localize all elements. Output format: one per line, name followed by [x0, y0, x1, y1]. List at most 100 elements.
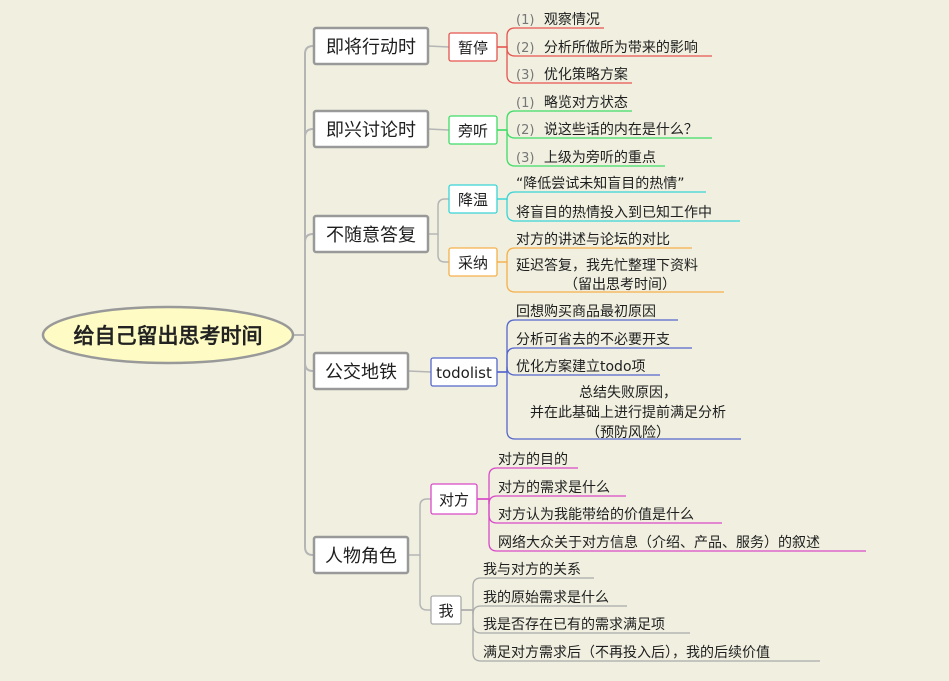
svg-text:(3) 上级为旁听的重点: (3) 上级为旁听的重点 [516, 149, 656, 166]
connector-line [477, 495, 626, 505]
root-node[interactable]: 给自己留出思考时间 [41, 305, 295, 365]
leaf-text: 优化策略方案 [544, 66, 628, 83]
leaf-item[interactable]: (1) 略览对方状态 [516, 95, 628, 111]
leaf-number: (3) [516, 68, 534, 83]
topic-label: 不随意答复 [326, 225, 416, 246]
sub-node-zanting[interactable]: 暂停 [448, 32, 498, 62]
leaf-number: (2) [516, 123, 534, 138]
leaf-item[interactable]: 回想购买商品最初原因 [516, 303, 656, 320]
sub-node-todolist[interactable]: todolist [430, 357, 498, 387]
leaf-text: 对方的需求是什么 [498, 480, 610, 496]
leaf-item[interactable]: 对方的目的 [498, 452, 568, 468]
connector-line [497, 191, 706, 201]
leaf-number: (2) [516, 41, 534, 56]
leaf-text-line3: （预防风险） [586, 425, 670, 441]
sub-label: todolist [436, 364, 492, 382]
connector-line [497, 371, 741, 440]
leaf-item[interactable]: (2) 分析所做所为带来的影响 [516, 40, 698, 56]
leaf-item[interactable]: 对方的需求是什么 [498, 480, 610, 496]
connector-line [461, 609, 820, 662]
connector-line [497, 198, 740, 222]
connector-line [497, 110, 632, 131]
connector-line [497, 366, 660, 376]
topic-node-gongjiao[interactable]: 公交地铁 [312, 351, 410, 391]
topic-node-busuiyi[interactable]: 不随意答复 [312, 214, 430, 254]
leaf-number: (3) [516, 151, 534, 166]
leaf-number: (1) [516, 13, 534, 28]
leaf-item[interactable]: 我的原始需求是什么 [483, 590, 609, 606]
topic-label: 即将行动时 [326, 37, 416, 58]
leaf-text: 说这些话的内在是什么？ [544, 121, 698, 138]
leaf-item[interactable]: “降低尝试未知盲目的热情” [516, 175, 685, 192]
sub-label: 我 [438, 602, 453, 620]
leaf-item[interactable]: 我是否存在已有的需求满足项 [483, 617, 665, 633]
leaf-text: 延迟答复，我先忙整理下资料 [516, 257, 698, 274]
connector-line [407, 370, 432, 373]
sub-node-jiangwen[interactable]: 降温 [448, 184, 498, 214]
connector-line [428, 198, 449, 235]
connector-line [497, 129, 665, 167]
sub-label: 对方 [439, 491, 469, 509]
connector-line [461, 577, 594, 611]
connector-line [304, 335, 314, 372]
leaf-text: 我与对方的关系 [483, 562, 581, 578]
svg-text:(1) 略览对方状态: (1) 略览对方状态 [516, 95, 628, 111]
leaf-text: 上级为旁听的重点 [544, 149, 656, 166]
topic-node-jijiang[interactable]: 即将行动时 [312, 26, 430, 66]
leaf-text: 满足对方需求后（不再投入后），我的后续价值 [483, 644, 770, 661]
leaf-item[interactable]: 延迟答复，我先忙整理下资料 （留出思考时间） [516, 257, 698, 293]
leaf-item[interactable]: (3) 上级为旁听的重点 [516, 149, 656, 166]
leaf-item[interactable]: 满足对方需求后（不再投入后），我的后续价值 [483, 644, 770, 661]
leaf-text: 我是否存在已有的需求满足项 [483, 617, 665, 633]
leaf-number: (1) [516, 96, 534, 111]
leaf-item[interactable]: (1) 观察情况 [516, 11, 600, 28]
leaf-text: 分析可省去的不必要开支 [516, 332, 670, 348]
sub-label: 暂停 [458, 39, 488, 57]
topic-node-renwu[interactable]: 人物角色 [312, 535, 410, 575]
leaf-text: 回想购买商品最初原因 [516, 303, 656, 320]
connector-line [497, 347, 692, 373]
leaf-text: 总结失败原因， [579, 385, 677, 401]
leaf-text: 观察情况 [544, 11, 600, 28]
leaf-item[interactable]: 将盲目的热情投入到已知工作中 [516, 204, 712, 221]
connector-line [497, 319, 678, 373]
leaf-item[interactable]: 网络大众关于对方信息（介绍、产品、服务）的叙述 [498, 534, 820, 551]
root-title: 给自己留出思考时间 [74, 324, 263, 348]
leaf-text: 我的原始需求是什么 [483, 590, 609, 606]
sub-label: 旁听 [458, 122, 488, 140]
leaf-item[interactable]: (2) 说这些话的内在是什么？ [516, 121, 698, 138]
sub-label: 采纳 [458, 254, 488, 272]
connector-layer [293, 27, 866, 662]
leaf-item[interactable]: 总结失败原因， 并在此基础上进行提前满足分析 （预防风险） [530, 385, 726, 441]
connector-line [477, 467, 578, 500]
connector-line [427, 45, 450, 48]
topic-node-jixing[interactable]: 即兴讨论时 [312, 109, 430, 149]
leaf-item[interactable]: 优化方案建立todo项 [516, 358, 646, 375]
leaf-text: 略览对方状态 [544, 95, 628, 111]
leaf-item[interactable]: 分析可省去的不必要开支 [516, 332, 670, 348]
connector-line [304, 45, 314, 335]
sub-label: 降温 [458, 191, 488, 209]
leaf-text: 将盲目的热情投入到已知工作中 [516, 204, 712, 221]
leaf-item[interactable]: 对方的讲述与论坛的对比 [516, 232, 670, 248]
topic-label: 人物角色 [325, 546, 397, 567]
leaf-item[interactable]: (3) 优化策略方案 [516, 66, 628, 83]
leaf-item[interactable]: 对方认为我能带给的价值是什么 [498, 507, 694, 523]
sub-node-wo[interactable]: 我 [430, 595, 462, 625]
sub-node-caina[interactable]: 采纳 [448, 247, 498, 277]
leaf-text: 分析所做所为带来的影响 [544, 40, 698, 56]
leaf-item[interactable]: 我与对方的关系 [483, 562, 581, 578]
svg-text:(3) 优化策略方案: (3) 优化策略方案 [516, 66, 628, 83]
connector-line [304, 128, 314, 335]
sub-node-pangting[interactable]: 旁听 [448, 115, 498, 145]
leaf-text: 对方的讲述与论坛的对比 [516, 232, 670, 248]
svg-text:(1) 观察情况: (1) 观察情况 [516, 11, 600, 28]
sub-node-duifang[interactable]: 对方 [430, 483, 478, 515]
connector-line [461, 605, 627, 615]
connector-line [477, 498, 866, 552]
leaf-text: 对方认为我能带给的价值是什么 [498, 507, 694, 523]
leaf-text-line2: （留出思考时间） [564, 277, 676, 293]
connector-line [497, 46, 632, 84]
connector-line [497, 247, 692, 263]
